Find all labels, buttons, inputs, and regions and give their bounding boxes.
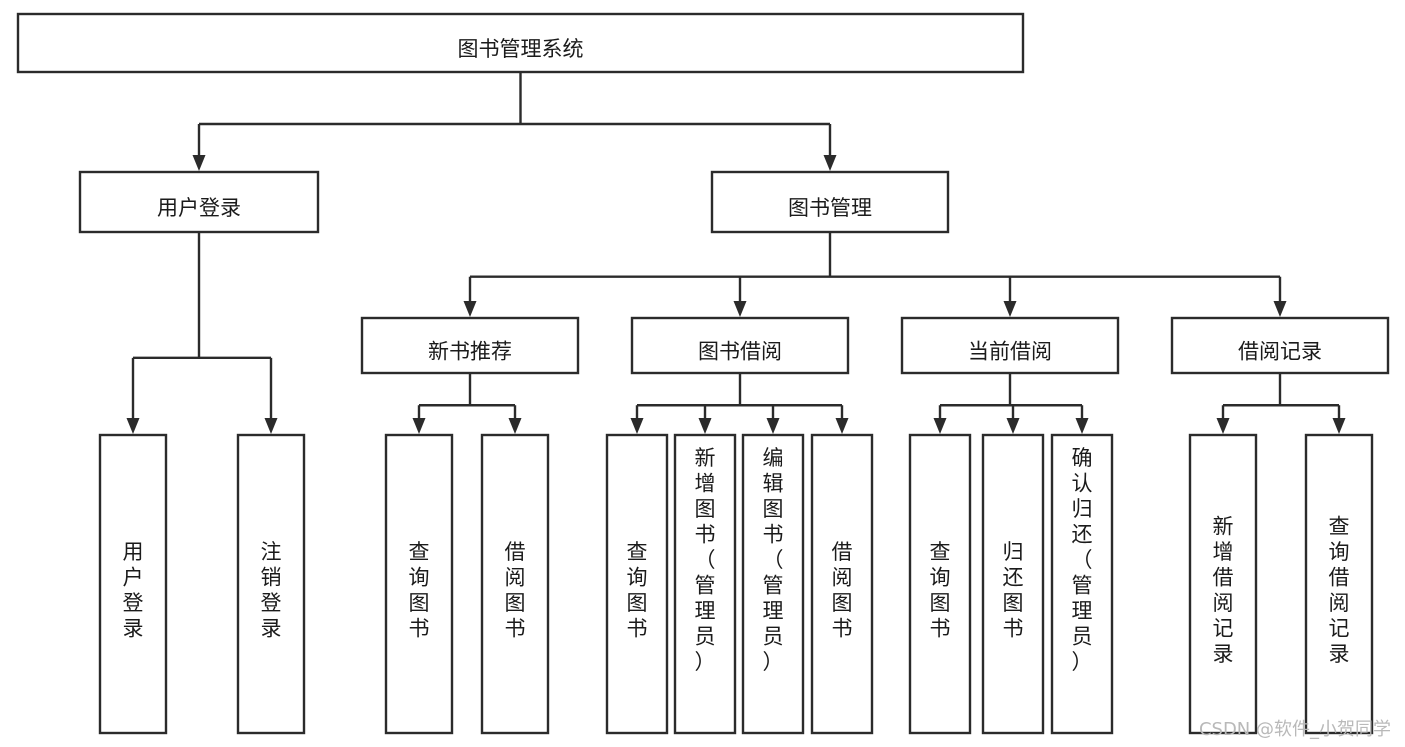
node-box-leaf-user-login <box>98 433 168 735</box>
node-label-leaf-logout: 注销登录 <box>261 540 282 641</box>
node-box-book-borrow <box>630 316 850 375</box>
node-label-leaf-edit-book: 编辑图书（管理员） <box>763 446 784 674</box>
node-box-leaf-add-record <box>1188 433 1258 735</box>
node-box-user-login <box>78 170 320 234</box>
node-box-root <box>16 12 1025 74</box>
node-leaf-logout[interactable]: 注销登录 <box>236 433 306 735</box>
connectors-from-book-borrow <box>630 373 849 434</box>
node-leaf-add-book[interactable]: 新增图书（管理员） <box>673 433 737 735</box>
connectors-from-borrow-record <box>1216 373 1346 434</box>
arrow-head-leaf-borrow-book <box>835 418 849 434</box>
node-label-leaf-confirm-return: 确认归还（管理员） <box>1072 446 1093 674</box>
node-leaf-query-record[interactable]: 查询借阅记录 <box>1304 433 1374 735</box>
node-label-leaf-return-book: 归还图书 <box>1003 540 1024 641</box>
node-leaf-query-book-rec[interactable]: 查询图书 <box>384 433 454 735</box>
node-leaf-confirm-return[interactable]: 确认归还（管理员） <box>1050 433 1114 735</box>
arrow-head-leaf-add-record <box>1216 418 1230 434</box>
connectors-from-new-book-rec <box>412 373 522 434</box>
connectors-from-book-manage <box>463 232 1287 317</box>
node-box-borrow-record <box>1170 316 1390 375</box>
arrow-head-current-borrow <box>1003 301 1017 317</box>
node-root[interactable]: 图书管理系统 <box>16 12 1025 74</box>
arrow-head-leaf-query-record <box>1332 418 1346 434</box>
arrow-head-user-login <box>192 155 206 171</box>
node-leaf-return-book[interactable]: 归还图书 <box>981 433 1045 735</box>
node-leaf-edit-book[interactable]: 编辑图书（管理员） <box>741 433 805 735</box>
arrow-head-borrow-record <box>1273 301 1287 317</box>
arrow-head-leaf-edit-book <box>766 418 780 434</box>
node-box-leaf-query-record <box>1304 433 1374 735</box>
node-label-new-book-rec: 新书推荐 <box>428 340 512 364</box>
arrow-head-leaf-borrow-book-rec <box>508 418 522 434</box>
node-label-leaf-query-book-rec: 查询图书 <box>409 540 430 641</box>
arrow-head-leaf-logout <box>264 418 278 434</box>
arrow-head-leaf-query-book-borrow <box>630 418 644 434</box>
node-box-leaf-query-book-borrow <box>605 433 669 735</box>
node-label-leaf-query-record: 查询借阅记录 <box>1329 514 1350 666</box>
node-box-leaf-return-book <box>981 433 1045 735</box>
connectors-from-current-borrow <box>933 373 1089 434</box>
node-user-login[interactable]: 用户登录 <box>78 170 320 234</box>
node-label-leaf-add-book: 新增图书（管理员） <box>695 446 716 674</box>
arrow-head-book-manage <box>823 155 837 171</box>
node-label-user-login: 用户登录 <box>157 196 241 220</box>
arrow-head-leaf-query-book-cur <box>933 418 947 434</box>
arrow-head-leaf-confirm-return <box>1075 418 1089 434</box>
arrow-head-leaf-add-book <box>698 418 712 434</box>
connectors-from-root <box>192 72 837 171</box>
node-box-leaf-borrow-book-rec <box>480 433 550 735</box>
node-label-root: 图书管理系统 <box>458 37 584 61</box>
node-box-leaf-add-book <box>673 433 737 735</box>
node-label-book-borrow: 图书借阅 <box>698 340 782 364</box>
node-label-leaf-query-book-borrow: 查询图书 <box>627 540 648 641</box>
node-label-leaf-add-record: 新增借阅记录 <box>1213 514 1234 666</box>
node-box-leaf-borrow-book <box>810 433 874 735</box>
node-book-borrow[interactable]: 图书借阅 <box>630 316 850 375</box>
node-borrow-record[interactable]: 借阅记录 <box>1170 316 1390 375</box>
node-leaf-user-login[interactable]: 用户登录 <box>98 433 168 735</box>
node-leaf-borrow-book-rec[interactable]: 借阅图书 <box>480 433 550 735</box>
node-layer: 图书管理系统用户登录图书管理新书推荐图书借阅当前借阅借阅记录用户登录注销登录查询… <box>16 12 1390 735</box>
arrow-head-leaf-query-book-rec <box>412 418 426 434</box>
node-box-leaf-logout <box>236 433 306 735</box>
node-leaf-add-record[interactable]: 新增借阅记录 <box>1188 433 1258 735</box>
node-label-book-manage: 图书管理 <box>788 196 872 220</box>
node-box-leaf-query-book-cur <box>908 433 972 735</box>
node-box-leaf-confirm-return <box>1050 433 1114 735</box>
node-box-leaf-edit-book <box>741 433 805 735</box>
node-box-book-manage <box>710 170 950 234</box>
node-leaf-query-book-borrow[interactable]: 查询图书 <box>605 433 669 735</box>
node-new-book-rec[interactable]: 新书推荐 <box>360 316 580 375</box>
connectors-from-user-login <box>126 232 278 434</box>
node-book-manage[interactable]: 图书管理 <box>710 170 950 234</box>
arrow-head-leaf-user-login <box>126 418 140 434</box>
node-label-leaf-borrow-book: 借阅图书 <box>832 540 853 641</box>
node-label-leaf-user-login: 用户登录 <box>123 540 144 641</box>
node-label-leaf-query-book-cur: 查询图书 <box>930 540 951 641</box>
connector-layer <box>126 72 1346 434</box>
arrow-head-new-book-rec <box>463 301 477 317</box>
node-label-current-borrow: 当前借阅 <box>968 340 1052 364</box>
node-label-borrow-record: 借阅记录 <box>1238 340 1322 364</box>
node-current-borrow[interactable]: 当前借阅 <box>900 316 1120 375</box>
node-label-leaf-borrow-book-rec: 借阅图书 <box>505 540 526 641</box>
node-box-current-borrow <box>900 316 1120 375</box>
arrow-head-leaf-return-book <box>1006 418 1020 434</box>
node-box-leaf-query-book-rec <box>384 433 454 735</box>
arrow-head-book-borrow <box>733 301 747 317</box>
node-leaf-borrow-book[interactable]: 借阅图书 <box>810 433 874 735</box>
node-box-new-book-rec <box>360 316 580 375</box>
node-leaf-query-book-cur[interactable]: 查询图书 <box>908 433 972 735</box>
